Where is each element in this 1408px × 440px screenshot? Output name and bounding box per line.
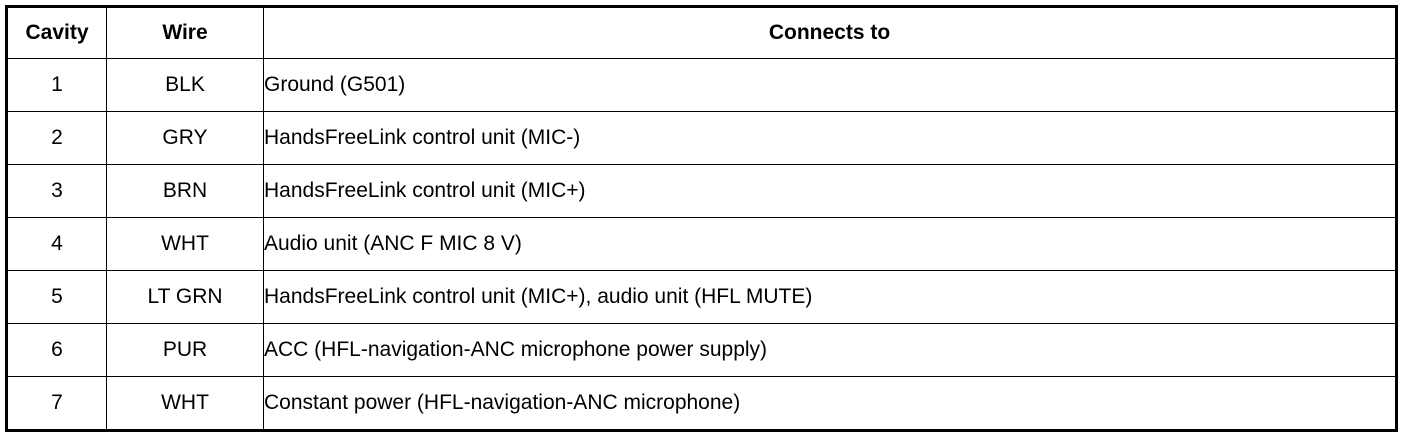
table-row: 3 BRN HandsFreeLink control unit (MIC+) — [6, 164, 1397, 218]
cell-cavity: 2 — [6, 111, 107, 165]
cell-cavity: 3 — [6, 164, 107, 218]
table-row: 1 BLK Ground (G501) — [6, 58, 1397, 112]
table-row: 7 WHT Constant power (HFL-navigation-ANC… — [6, 376, 1397, 431]
table-body: 1 BLK Ground (G501) 2 GRY HandsFreeLink … — [6, 58, 1397, 431]
cell-cavity: 7 — [6, 376, 107, 431]
table-header: Cavity Wire Connects to — [6, 6, 1397, 59]
cell-wire: PUR — [106, 323, 264, 377]
cell-connects-to: HandsFreeLink control unit (MIC-) — [263, 111, 1397, 165]
table-row: 5 LT GRN HandsFreeLink control unit (MIC… — [6, 270, 1397, 324]
column-header-cavity: Cavity — [6, 6, 107, 59]
cell-cavity: 5 — [6, 270, 107, 324]
table-row: 2 GRY HandsFreeLink control unit (MIC-) — [6, 111, 1397, 165]
cell-wire: WHT — [106, 217, 264, 271]
cell-connects-to: Audio unit (ANC F MIC 8 V) — [263, 217, 1397, 271]
cell-connects-to: ACC (HFL-navigation-ANC microphone power… — [263, 323, 1397, 377]
cell-cavity: 1 — [6, 58, 107, 112]
table-row: 4 WHT Audio unit (ANC F MIC 8 V) — [6, 217, 1397, 271]
column-header-connects-to: Connects to — [263, 6, 1397, 59]
connector-pinout-table: Cavity Wire Connects to 1 BLK Ground (G5… — [5, 5, 1398, 432]
cell-connects-to: HandsFreeLink control unit (MIC+) — [263, 164, 1397, 218]
cell-connects-to: Ground (G501) — [263, 58, 1397, 112]
cell-wire: GRY — [106, 111, 264, 165]
cell-cavity: 4 — [6, 217, 107, 271]
cell-wire: BLK — [106, 58, 264, 112]
cell-connects-to: HandsFreeLink control unit (MIC+), audio… — [263, 270, 1397, 324]
table-row: 6 PUR ACC (HFL-navigation-ANC microphone… — [6, 323, 1397, 377]
cell-cavity: 6 — [6, 323, 107, 377]
cell-connects-to: Constant power (HFL-navigation-ANC micro… — [263, 376, 1397, 431]
header-row: Cavity Wire Connects to — [6, 6, 1397, 59]
column-header-wire: Wire — [106, 6, 264, 59]
cell-wire: WHT — [106, 376, 264, 431]
cell-wire: LT GRN — [106, 270, 264, 324]
cell-wire: BRN — [106, 164, 264, 218]
